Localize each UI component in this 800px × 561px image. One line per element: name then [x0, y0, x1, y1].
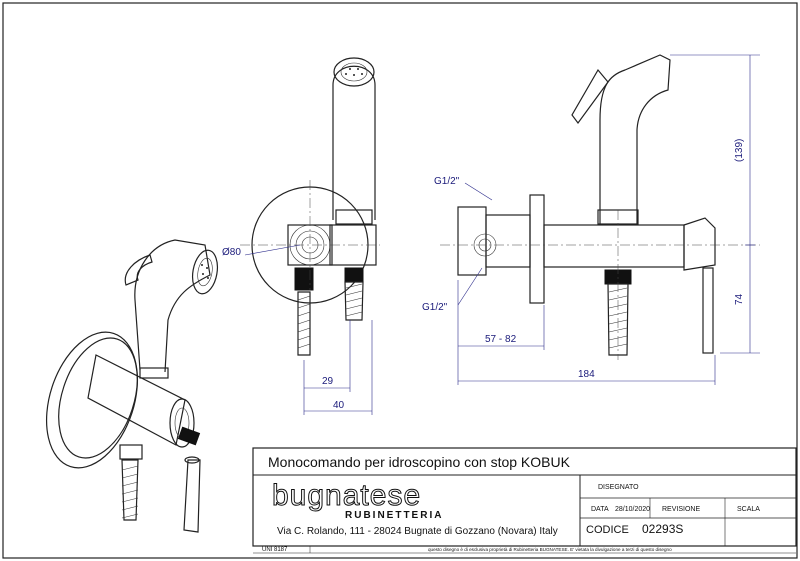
dim-length: 184 — [578, 369, 595, 380]
dim-range: 57 - 82 — [485, 334, 517, 345]
date-label: DATA — [591, 506, 609, 513]
dim-height-lower: 74 — [734, 293, 745, 305]
code-label: CODICE — [586, 524, 629, 536]
dim-40: 40 — [333, 400, 345, 411]
copyright-notice: questo disegno è di esclusiva proprietà … — [428, 547, 672, 552]
code-value: 02293S — [642, 522, 683, 536]
standard-label: UNI 8187 — [262, 547, 288, 553]
brand-subtitle: RUBINETTERIA — [345, 510, 443, 521]
dim-29: 29 — [322, 376, 334, 387]
scale-label: SCALA — [737, 506, 760, 513]
title-block: Monocomando per idroscopino con stop KOB… — [252, 447, 797, 554]
dim-thread-top: G1/2" — [434, 176, 460, 187]
isometric-view — [45, 239, 219, 533]
revision-label: REVISIONE — [662, 506, 700, 513]
product-title: Monocomando per idroscopino con stop KOB… — [268, 454, 571, 470]
dim-thread-bottom: G1/2" — [422, 302, 448, 313]
side-view: G1/2" G1/2" 57 - 82 184 (139) 74 — [422, 54, 760, 385]
dim-height-upper: (139) — [734, 139, 745, 162]
front-view: Ø80 29 40 — [222, 57, 380, 415]
brand-logo: bugnatese — [272, 479, 421, 512]
dim-diameter: Ø80 — [222, 247, 241, 258]
date-value: 28/10/2020 — [615, 506, 650, 513]
company-address: Via C. Rolando, 111 - 28024 Bugnate di G… — [277, 526, 558, 537]
designed-label: DISEGNATO — [598, 484, 639, 491]
